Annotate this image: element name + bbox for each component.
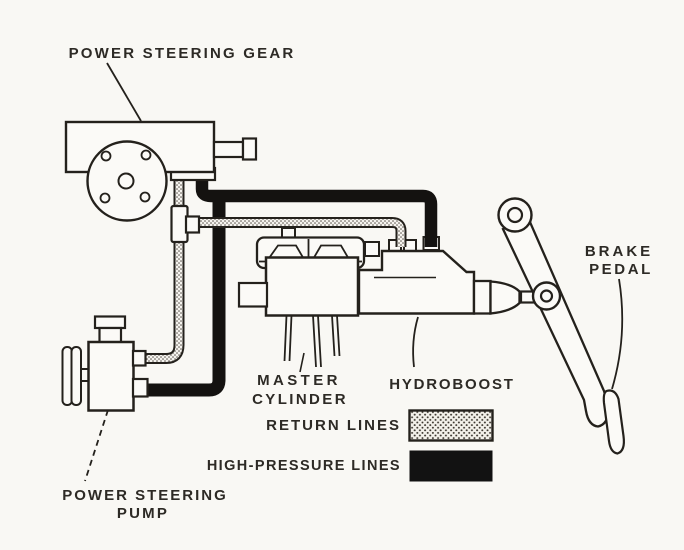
legend-return-lines-swatch [408, 409, 494, 442]
pump-pressure-fitting [131, 377, 149, 398]
hydroboost-label: HYDROBOOST [389, 376, 515, 393]
master-cylinder-end-plug [237, 281, 269, 308]
master-cylinder-label-line1: MASTER [257, 372, 341, 389]
pump-leader-line [84, 409, 109, 482]
master-cylinder-body [264, 256, 360, 317]
hydroboost-leader-line [412, 316, 419, 368]
gear-leader-line [106, 62, 142, 122]
high-pressure-line-gear-to-hydroboost [195, 174, 438, 247]
gear-input-shaft [212, 140, 245, 159]
power-steering-gear-label: POWER STEERING GEAR [69, 45, 296, 62]
pump-reservoir-body [87, 340, 135, 412]
brake-pedal-label-line1: BRAKE [585, 243, 653, 260]
gear-bolt-hole [139, 191, 151, 203]
legend-high-pressure-lines-label: HIGH-PRESSURE LINES [207, 458, 401, 474]
pump-cap [93, 315, 127, 330]
hydroboost-nose-band [472, 279, 492, 315]
power-steering-pump-label-line1: POWER STEERING [62, 487, 228, 504]
gear-bolt-hole [100, 150, 112, 162]
power-steering-pump-label-line2: PUMP [117, 505, 169, 522]
return-line-to-pump [145, 240, 185, 364]
gear-center-hole [117, 172, 135, 190]
brake-outlet-tubes [283, 315, 341, 368]
hydroboost-body [357, 249, 476, 315]
hydroboost-nose-cone [489, 280, 521, 315]
high-pressure-lines [146, 174, 438, 397]
brake-pedal-leader-line [611, 278, 624, 390]
legend: RETURN LINES HIGH-PRESSURE LINES [207, 409, 494, 482]
brake-pedal-label-line2: PEDAL [589, 261, 653, 278]
clevis-pin-hole [539, 289, 554, 303]
return-lines [145, 172, 407, 364]
legend-return-lines-label: RETURN LINES [266, 417, 401, 434]
high-pressure-line-pump [146, 198, 226, 397]
power-steering-pump-unit [61, 315, 149, 412]
hydroboost-fitting [364, 241, 380, 257]
gear-bolt-hole [140, 149, 152, 161]
return-line-to-hydroboost-fill [197, 219, 405, 247]
pump-return-fitting [131, 349, 147, 367]
return-line-to-pump-fill [145, 240, 183, 362]
master-cylinder-unit [237, 227, 366, 368]
legend-high-pressure-lines-swatch [409, 450, 493, 482]
power-steering-gear-unit [64, 120, 258, 222]
gear-bolt-hole [99, 192, 111, 204]
brake-pedal-unit [497, 197, 625, 455]
gear-input-coupler [241, 137, 258, 161]
master-cylinder-label-line2: CYLINDER [252, 391, 348, 408]
pump-pulley-groove [70, 346, 82, 406]
hydroboost-unit [357, 236, 521, 315]
master-cylinder-leader-line [299, 352, 305, 373]
pedal-pad [602, 389, 625, 455]
leader-lines [84, 62, 624, 482]
pedal-pivot-hole [506, 206, 524, 224]
labels: POWER STEERING GEAR BRAKE PEDAL MASTER C… [62, 45, 653, 522]
tee-stub-fitting [184, 215, 201, 234]
